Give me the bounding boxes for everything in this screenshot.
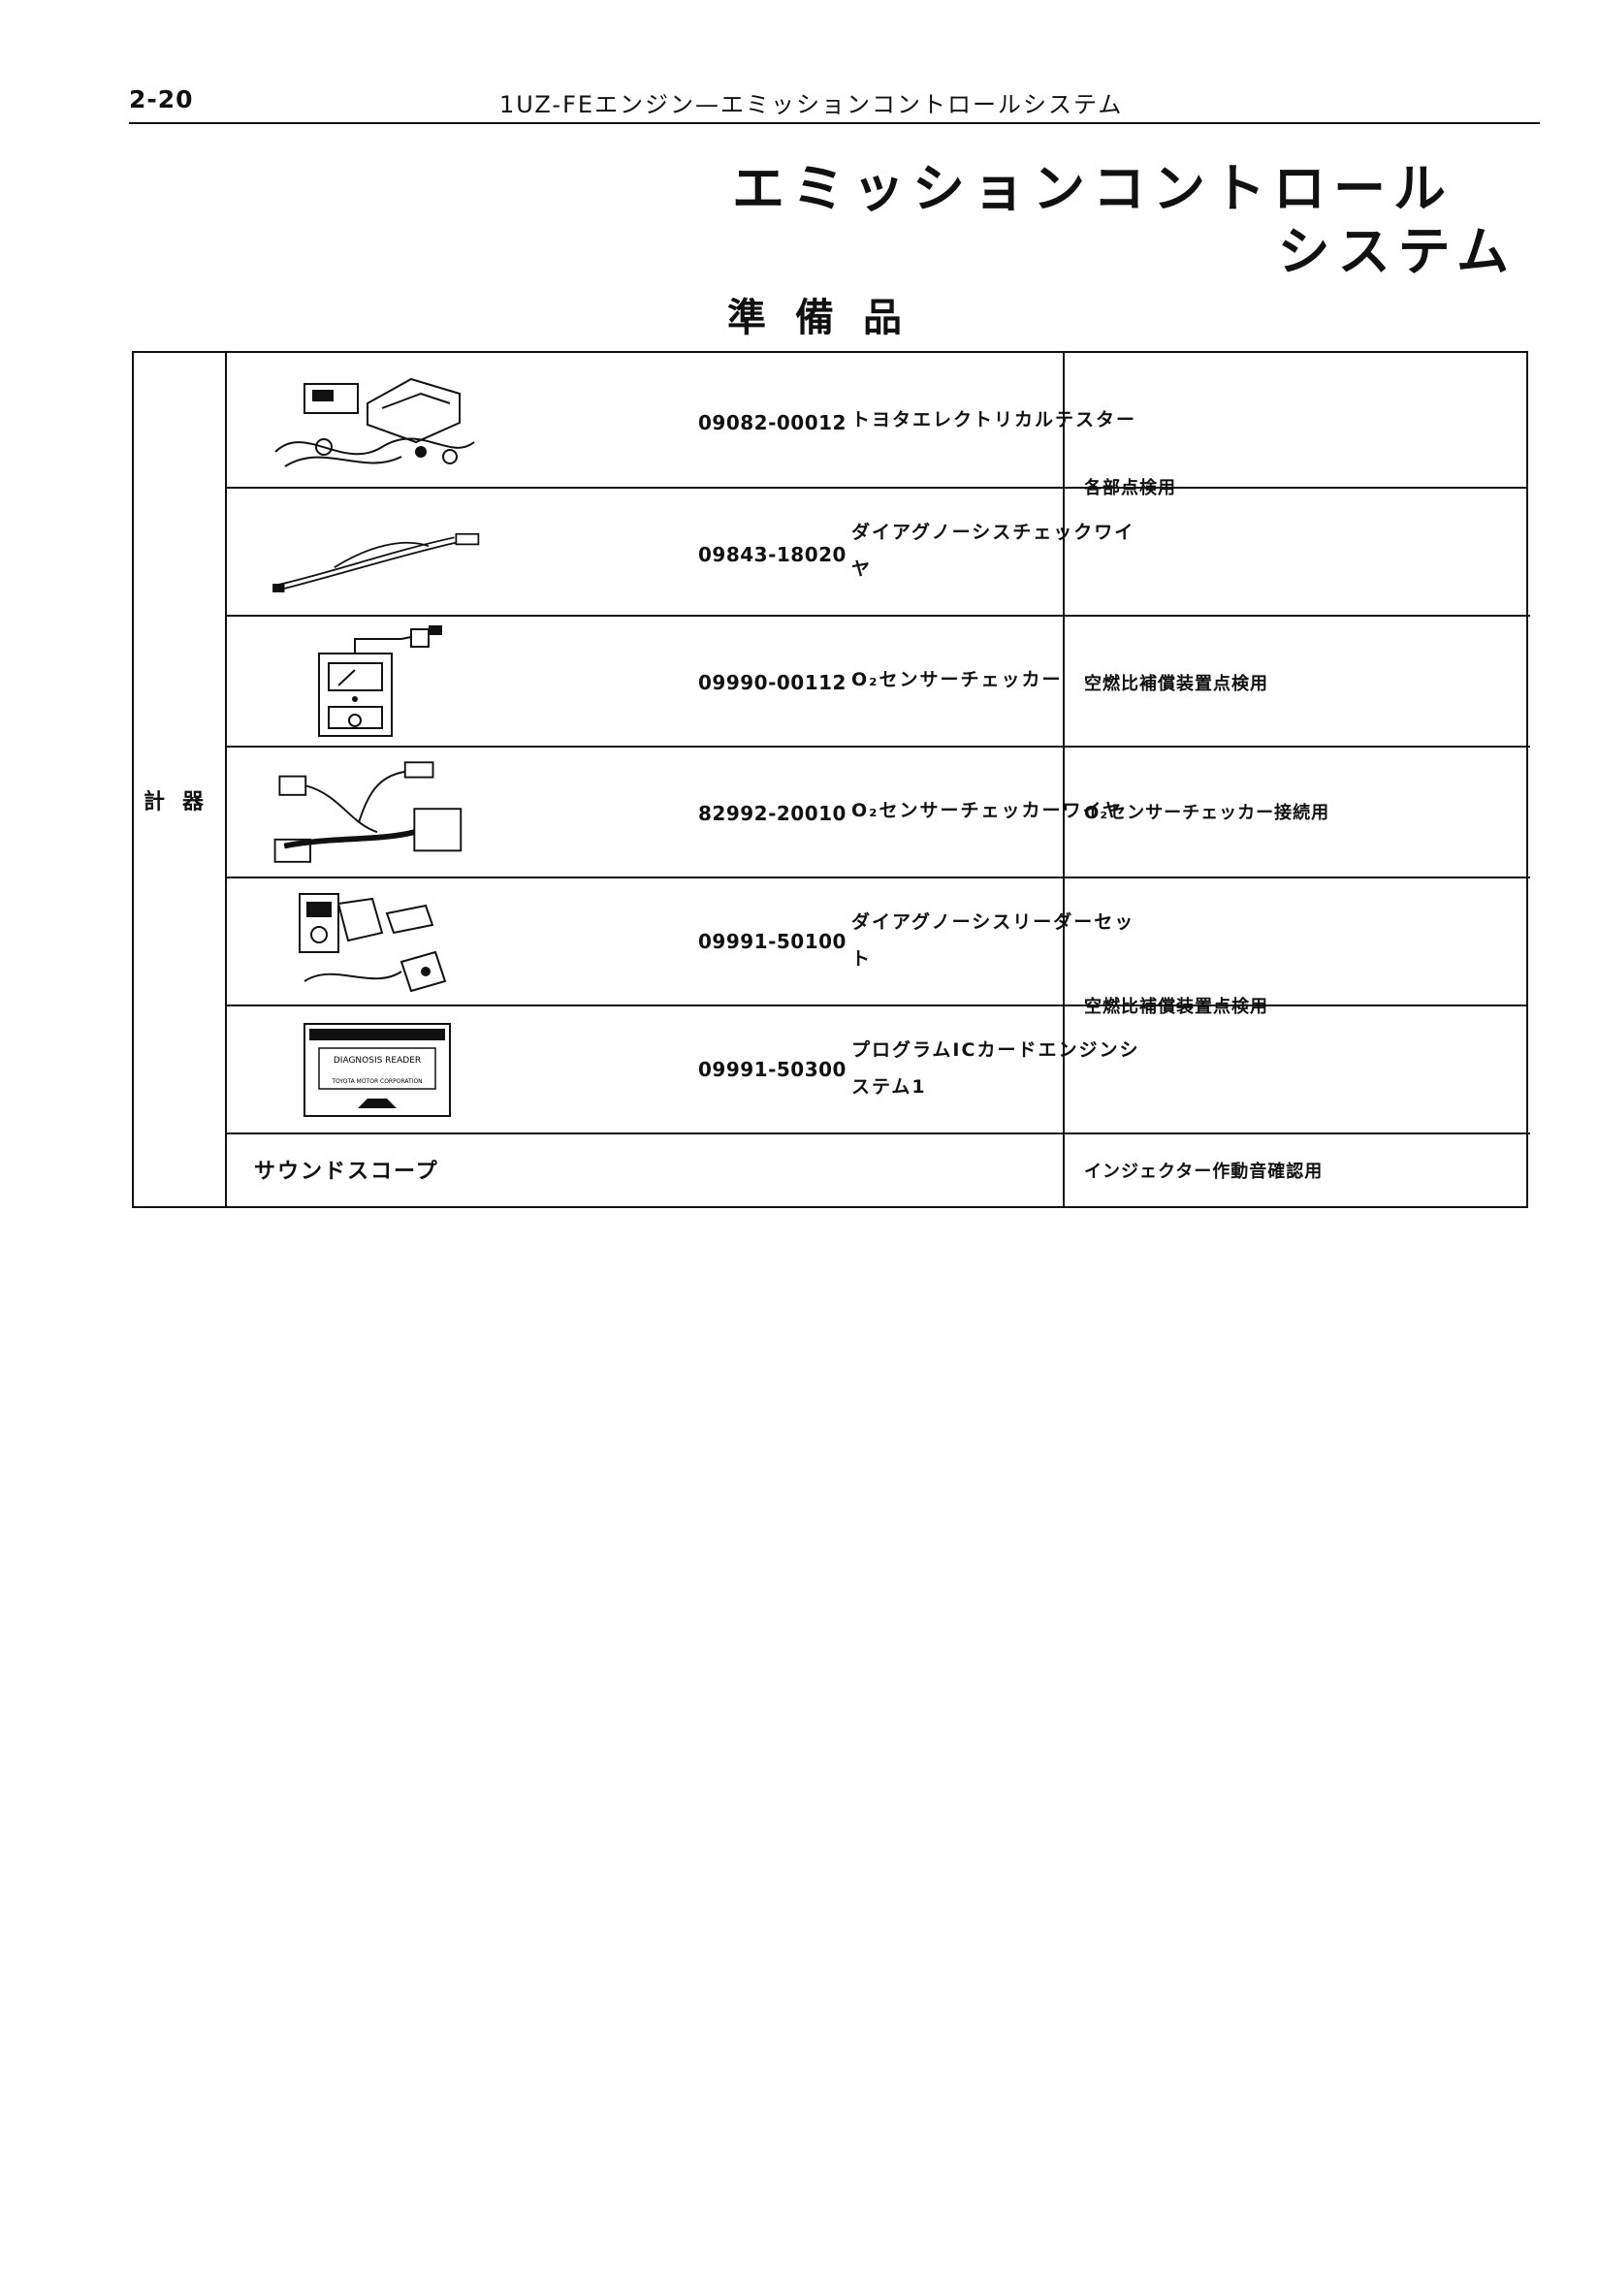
part-number: 09082-00012 bbox=[698, 411, 847, 434]
ic-card-maker-label: TOYOTA MOTOR CORPORATION bbox=[331, 1078, 422, 1085]
table-row: DIAGNOSIS READER TOYOTA MOTOR CORPORATIO… bbox=[227, 1004, 1526, 1132]
ic-card-label: DIAGNOSIS READER bbox=[334, 1056, 421, 1066]
header-rule bbox=[129, 122, 1540, 124]
row-divider bbox=[227, 877, 1526, 878]
usage-text: インジェクター作動音確認用 bbox=[1084, 1162, 1324, 1182]
usage-text: 空燃比補償装置点検用 bbox=[1084, 674, 1268, 694]
usage-divider bbox=[1065, 877, 1530, 878]
part-name: ダイアグノーシスチェックワイヤ bbox=[851, 522, 1135, 580]
usage-divider bbox=[1065, 746, 1530, 748]
part-name: O₂センサーチェッカーワイヤ bbox=[851, 800, 1123, 821]
usage-divider bbox=[1065, 1132, 1530, 1134]
category-label: 計器 bbox=[144, 790, 222, 814]
part-number: 09991-50300 bbox=[698, 1058, 847, 1081]
table-row: 82992-20010 O₂センサーチェッカーワイヤ bbox=[227, 746, 1526, 877]
usage-divider bbox=[1065, 615, 1530, 617]
row-divider bbox=[227, 1004, 1526, 1006]
part-number: 09990-00112 bbox=[698, 671, 847, 694]
sound-scope-item: サウンドスコープ bbox=[254, 1160, 439, 1184]
usage-text: 空燃比補償装置点検用 bbox=[1084, 997, 1268, 1017]
row-divider bbox=[227, 1132, 1526, 1134]
category-cell: 計器 bbox=[134, 353, 227, 1206]
check-wire-illustration bbox=[272, 532, 480, 592]
row-divider bbox=[227, 746, 1526, 748]
table-row: サウンドスコープ bbox=[227, 1132, 1526, 1206]
usage-text: 各部点検用 bbox=[1084, 478, 1176, 498]
usage-column-divider bbox=[1063, 353, 1065, 1206]
part-name: プログラムICカードエンジンシステム1 bbox=[851, 1039, 1140, 1098]
o2-sensor-checker-illustration bbox=[318, 625, 442, 737]
diagnosis-reader-set-illustration bbox=[299, 893, 447, 993]
part-number: 09843-18020 bbox=[698, 543, 847, 566]
usage-text: O₂センサーチェッカー接続用 bbox=[1084, 803, 1330, 823]
table-row: 09082-00012 トヨタエレクトリカルテスター bbox=[227, 353, 1526, 487]
electrical-tester-kit-illustration bbox=[274, 377, 475, 467]
part-name: ダイアグノーシスリーダーセット bbox=[851, 911, 1135, 970]
equipment-table: 計器 09082-00012 トヨタエレクトリカルテスター bbox=[132, 351, 1530, 1208]
row-divider bbox=[227, 615, 1526, 617]
table-row: 09843-18020 ダイアグノーシスチェックワイヤ bbox=[227, 487, 1526, 615]
table-row: 09991-50100 ダイアグノーシスリーダーセット bbox=[227, 877, 1526, 1004]
row-divider bbox=[227, 487, 1526, 489]
page-title-line-1: エミッションコントロール bbox=[732, 158, 1454, 219]
part-number: 09991-50100 bbox=[698, 930, 847, 953]
section-heading: 準備品 bbox=[727, 296, 931, 340]
part-number: 82992-20010 bbox=[698, 802, 847, 825]
running-header: 1UZ-FEエンジン—エミッションコントロールシステム bbox=[499, 91, 1124, 118]
checker-wire-harness-illustration bbox=[273, 761, 463, 863]
ic-card-illustration: DIAGNOSIS READER TOYOTA MOTOR CORPORATIO… bbox=[304, 1023, 451, 1117]
part-name: O₂センサーチェッカー bbox=[851, 669, 1063, 690]
page-title-line-2: システム bbox=[1277, 221, 1517, 282]
table-row: 09990-00112 O₂センサーチェッカー bbox=[227, 615, 1526, 746]
page-number: 2-20 bbox=[129, 85, 194, 113]
part-name: トヨタエレクトリカルテスター bbox=[851, 409, 1137, 430]
